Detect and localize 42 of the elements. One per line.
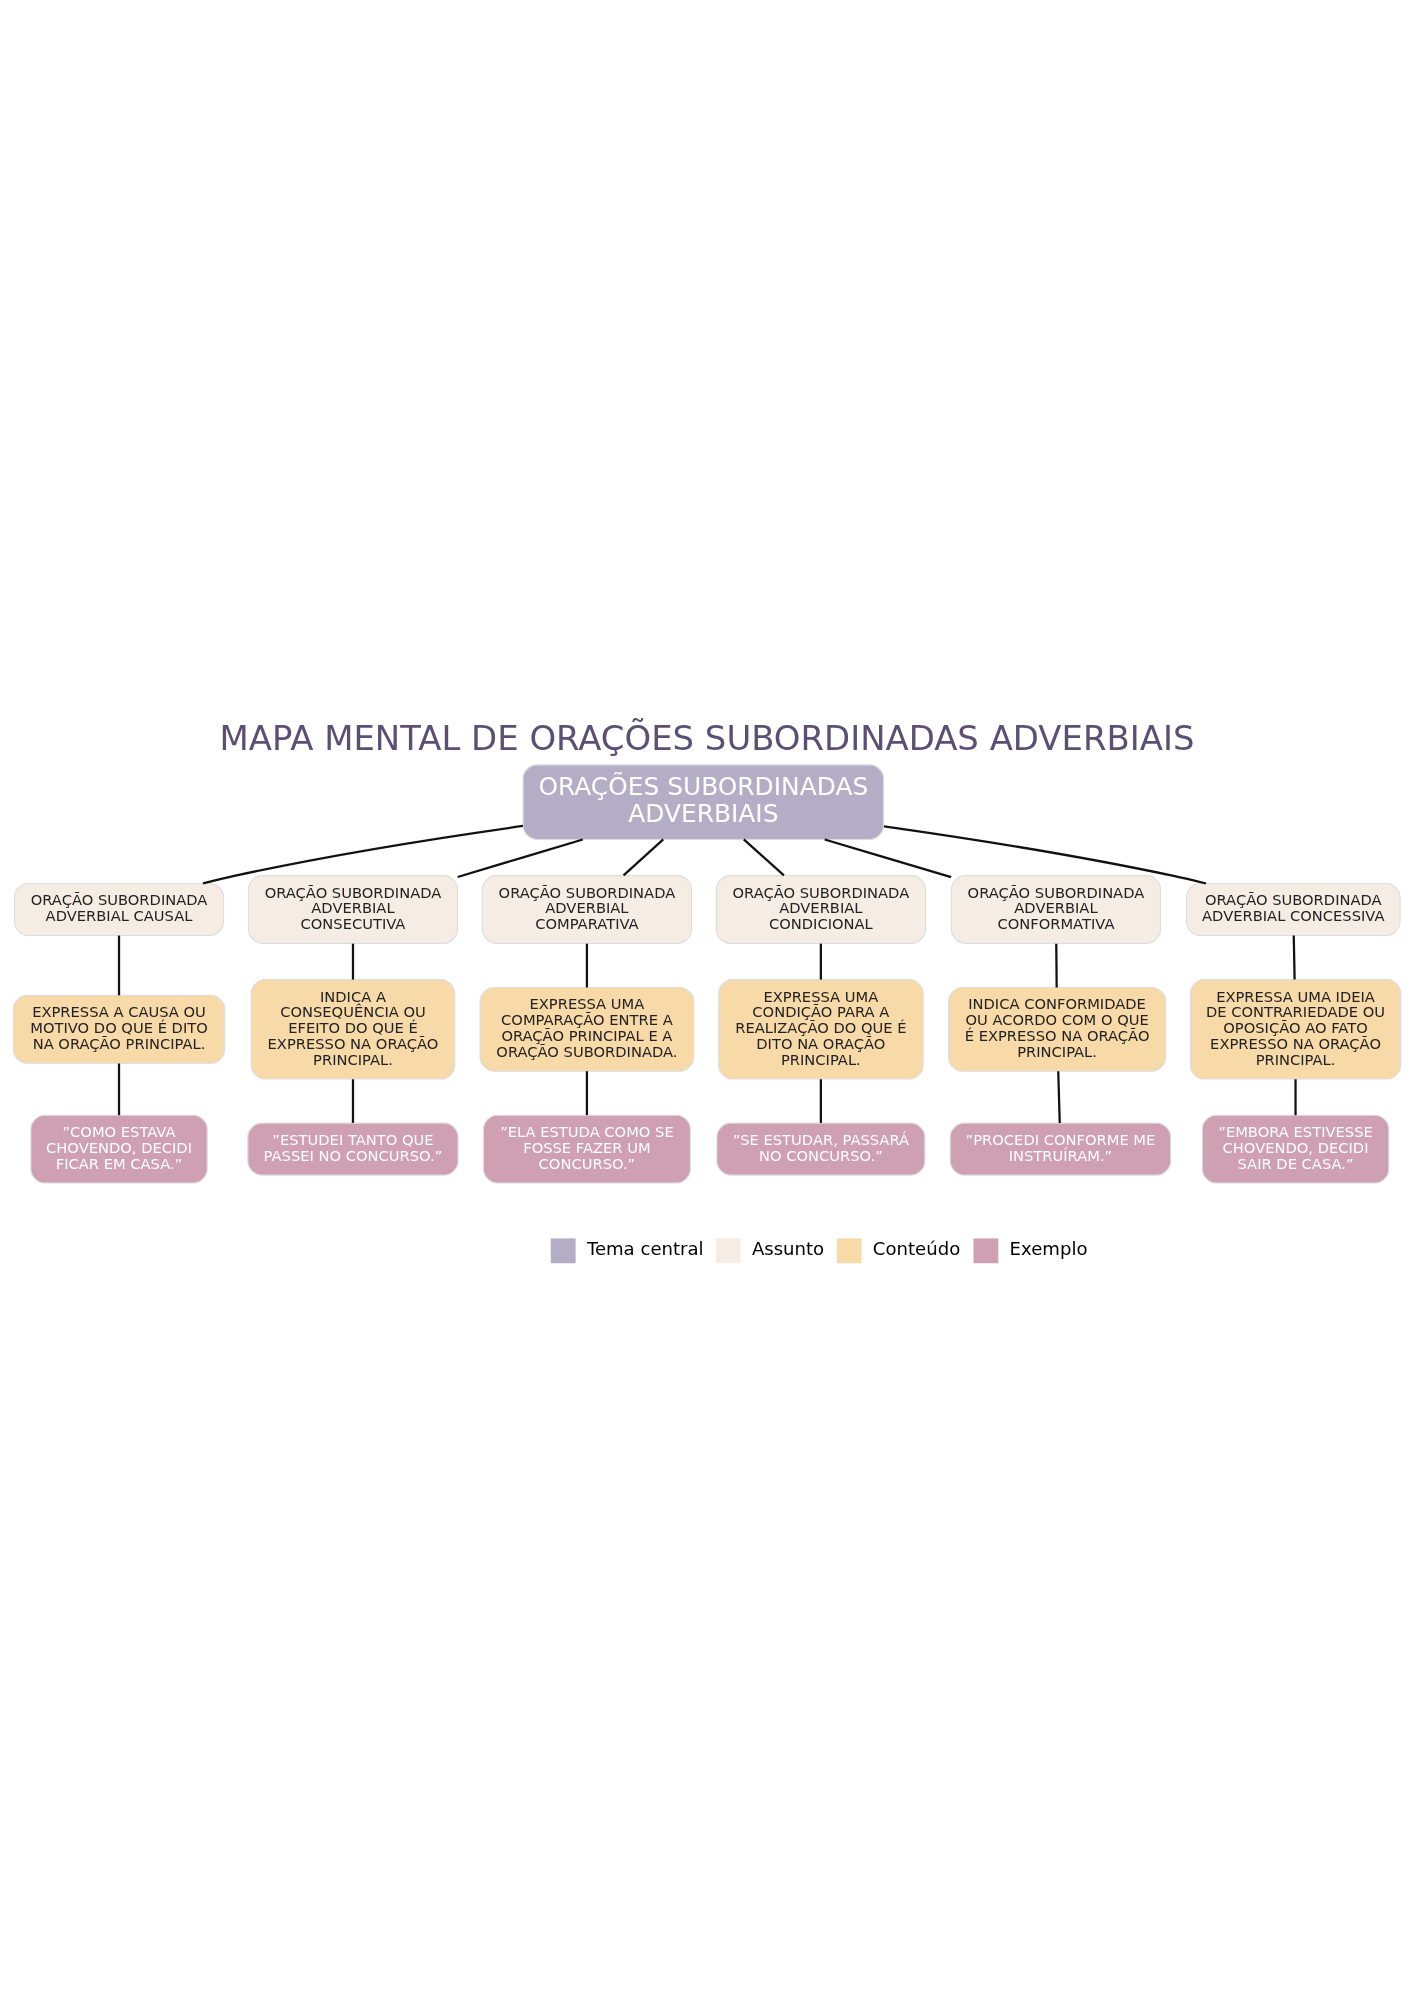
connector — [351, 943, 355, 980]
node-box: EXPRESSA UMA CONDIÇÃO PARA A REALIZAÇÃO DO QUE É DITO NA ORAÇÃO PRINCIPAL. — [718, 978, 924, 1080]
connector — [1294, 1078, 1297, 1115]
connector — [457, 837, 584, 878]
node-box: ”ELA ESTUDA COMO SE FOSSE FAZER UM CONCURSO.” — [482, 1114, 691, 1184]
node-box: ORAÇÃO SUBORDINADA ADVERBIAL CONFORMATIVA — [950, 874, 1162, 944]
node-box: EXPRESSA UMA COMPARAÇÃO ENTRE A ORAÇÃO PRINCIPAL E A ORAÇÃO SUBORDINADA. — [479, 986, 695, 1072]
node-box: ”EMBORA ESTIVESSE CHOVENDO, DECIDI SAIR DE CASA.” — [1201, 1114, 1390, 1184]
diagram-title: MAPA MENTAL DE ORAÇÕES SUBORDINADAS ADVERBIAIS — [219, 718, 1195, 758]
node-box: ORAÇÃO SUBORDINADA ADVERBIAL CONCESSIVA — [1185, 882, 1401, 936]
node-box: ”ESTUDEI TANTO QUE PASSEI NO CONCURSO.” — [247, 1122, 459, 1176]
node-box: ”PROCEDI CONFORME ME INSTRUÍRAM.” — [949, 1122, 1172, 1176]
connector — [883, 824, 1207, 885]
connector — [819, 943, 822, 980]
connector — [622, 838, 664, 876]
node-box: ORAÇÃO SUBORDINADA ADVERBIAL CONSECUTIVA — [247, 874, 459, 944]
node-box: ORAÇÃO SUBORDINADA ADVERBIAL COMPARATIVA — [481, 874, 693, 944]
node-box: ”SE ESTUDAR, PASSARÁ NO CONCURSO.” — [716, 1122, 926, 1176]
connector — [819, 1078, 822, 1123]
connector — [117, 935, 121, 995]
legend-label: Exemplo — [1009, 1237, 1088, 1259]
node-box: ”COMO ESTAVA CHOVENDO, DECIDI FICAR EM CASA.” — [30, 1114, 208, 1184]
node-box: INDICA A CONSEQUÊNCIA OU EFEITO DO QUE É EXPRESSO NA ORAÇÃO PRINCIPAL. — [250, 978, 456, 1080]
node-box: ORAÇÕES SUBORDINADAS ADVERBIAIS — [522, 763, 885, 840]
connector — [117, 1063, 121, 1115]
connector — [351, 1078, 355, 1123]
connector — [824, 837, 952, 878]
connector — [202, 824, 524, 885]
connector — [1055, 943, 1058, 987]
legend-label: Assunto — [751, 1237, 825, 1259]
connector — [743, 838, 785, 876]
node-box: ORAÇÃO SUBORDINADA ADVERBIAL CAUSAL — [13, 882, 225, 936]
legend-label: Tema central — [586, 1237, 704, 1259]
connector — [1292, 935, 1296, 980]
node-box: EXPRESSA UMA IDEIA DE CONTRARIEDADE OU OPOSIÇÃO AO FATO EXPRESSO NA ORAÇÃO PRINCIPAL. — [1189, 978, 1402, 1080]
connector — [585, 943, 589, 987]
legend-label: Conteúdo — [872, 1237, 961, 1259]
node-box: INDICA CONFORMIDADE OU ACORDO COM O QUE É EXPRESSO NA ORAÇÃO PRINCIPAL. — [948, 986, 1167, 1072]
node-box: ORAÇÃO SUBORDINADA ADVERBIAL CONDICIONAL — [715, 874, 926, 944]
connector — [585, 1070, 589, 1115]
node-box: EXPRESSA A CAUSA OU MOTIVO DO QUE É DITO NA ORAÇÃO PRINCIPAL. — [12, 994, 226, 1064]
connector — [1057, 1070, 1061, 1123]
